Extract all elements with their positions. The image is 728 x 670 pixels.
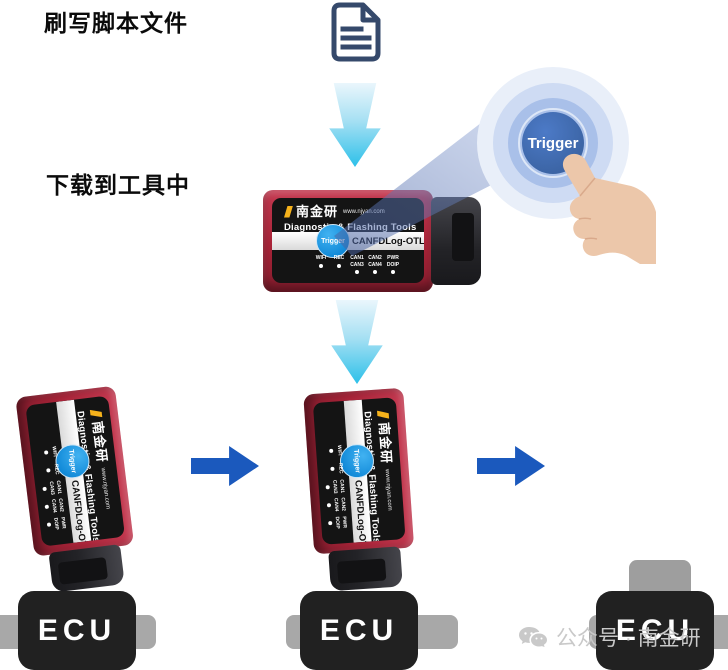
trigger-button[interactable]: Trigger [522,112,584,174]
brand-website: www.njyan.com [99,467,112,510]
right-arrow-icon [477,446,545,486]
device-body: 南金研 www.njyan.com Diagnostic & Flashing … [303,387,415,555]
led-dot [330,466,336,471]
device-body: 南金研 www.njyan.com Diagnostic & Flashing … [263,190,433,292]
ecu-box: ECU [300,591,418,670]
led-label: WIFI [50,445,58,458]
model-name: CANFDLog-OTL4 [352,236,424,247]
led-dot [325,485,330,490]
led-dot [44,450,49,455]
led-label: CAN1 [54,480,63,495]
led-dot [42,486,47,492]
led-dot [391,270,395,274]
brand-website: www.njyan.com [343,208,385,215]
led-dot [46,522,52,527]
led-label: DOIP [333,516,341,529]
led-label: CAN4 [332,497,340,512]
device-body: 南金研 www.njyan.com Diagnostic & Flashing … [15,385,135,557]
led-label: CAN1 [338,479,346,494]
device-trigger-button[interactable]: Trigger [316,224,350,258]
led-label: CAN2 [56,497,65,513]
led-dot [329,448,334,454]
obd-connector [328,546,403,592]
document-icon [331,2,381,62]
led-dot [328,521,333,526]
led-label: CAN4 [49,498,58,514]
led-panel: WIFI REC CAN1 CAN2 PWR CAN3 CAN4 DOIP [312,256,402,274]
led-label: PWR [59,516,67,530]
led-spacer [326,460,327,478]
diagnostic-tool-device: 南金研 www.njyan.com Diagnostic & Flashing … [263,190,485,292]
obd-connector [431,197,481,285]
brand-name: 南金研 [89,420,110,464]
led-spacer [39,444,41,462]
led-label: CAN1 [350,255,364,261]
brand-logo-icon [284,205,293,218]
down-arrow-icon [329,83,381,167]
led-label: PWR [340,516,348,529]
diagnostic-tool-device: 南金研 www.njyan.com Diagnostic & Flashing … [15,385,138,595]
led-label: REC [333,255,345,261]
device-label-panel: 南金研 www.njyan.com Diagnostic & Flashing … [272,198,424,283]
step-label-flash-script: 刷写脚本文件 [44,10,188,36]
brand-website: www.njyan.com [384,468,394,511]
led-label: CAN2 [339,497,347,512]
brand-row: 南金研 www.njyan.com [284,205,424,218]
ecu-box: ECU [18,591,136,670]
led-spacer [41,462,43,480]
trigger-ripple: Trigger [477,67,629,219]
led-dot [373,270,377,274]
watermark: 公众号 · 南金研 [518,622,701,652]
diagnostic-tool-device: 南金研 www.njyan.com Diagnostic & Flashing … [303,387,417,592]
led-dot [326,503,332,508]
right-arrow-icon [191,446,259,486]
led-label: CAN2 [368,255,382,261]
led-label: CAN3 [350,262,364,268]
led-label: DOIP [386,262,400,268]
led-label: WIFI [335,444,343,456]
wechat-icon [519,626,547,647]
brand-name: 南金研 [376,421,395,465]
led-label: DOIP [52,517,60,531]
device-label-panel: 南金研 www.njyan.com Diagnostic & Flashing … [312,397,406,545]
ecu-box: ECU [596,591,714,670]
led-label: CAN3 [47,480,56,496]
led-spacer [325,442,326,460]
led-label: CAN4 [368,262,382,268]
step-label-download-to-tool: 下载到工具中 [46,172,190,198]
led-label: WIFI [315,255,327,261]
led-dot [355,270,359,274]
device-label-panel: 南金研 www.njyan.com Diagnostic & Flashing … [25,395,126,547]
led-label: PWR [387,255,399,261]
obd-connector [48,544,125,593]
brand-name: 南金研 [296,204,339,219]
led-dot [337,263,341,268]
led-label: CAN3 [331,479,339,494]
watermark-text: 公众号 · 南金研 [556,627,701,650]
led-dot [44,504,50,510]
led-dot [46,468,52,473]
brand-logo-icon [377,410,390,420]
down-arrow-icon [331,300,383,384]
led-dot [319,263,323,268]
brand-logo-icon [90,408,103,418]
